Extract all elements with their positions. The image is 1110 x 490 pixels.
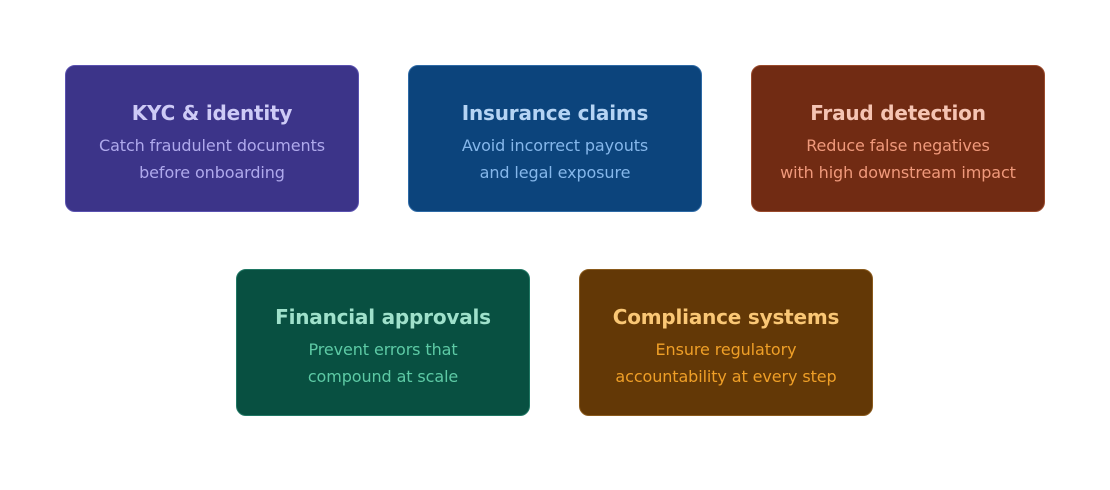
card-description-line: before onboarding <box>139 162 285 182</box>
card-insurance-claims: Insurance claims Avoid incorrect payouts… <box>408 65 702 212</box>
card-description: Reduce false negatives with high downstr… <box>780 132 1016 186</box>
card-description-line: Avoid incorrect payouts <box>461 135 649 155</box>
card-description-line: Ensure regulatory <box>655 339 797 359</box>
card-description-line: Reduce false negatives <box>806 135 990 155</box>
card-description-line: compound at scale <box>307 366 459 386</box>
card-description: Ensure regulatory accountability at ever… <box>615 336 836 390</box>
card-title: Insurance claims <box>461 100 649 125</box>
card-kyc-identity: KYC & identity Catch fraudulent document… <box>65 65 359 212</box>
card-description: Catch fraudulent documents before onboar… <box>99 132 325 186</box>
card-title: Financial approvals <box>275 304 491 329</box>
card-title: Fraud detection <box>810 100 986 125</box>
card-title: KYC & identity <box>131 100 293 125</box>
card-description-line: Catch fraudulent documents <box>99 135 325 155</box>
card-description: Avoid incorrect payouts and legal exposu… <box>462 132 648 186</box>
card-financial-approvals: Financial approvals Prevent errors that … <box>236 269 530 416</box>
card-description-line: and legal exposure <box>479 162 631 182</box>
card-description-line: with high downstream impact <box>780 162 1016 182</box>
card-description: Prevent errors that compound at scale <box>308 336 458 390</box>
card-compliance-systems: Compliance systems Ensure regulatory acc… <box>579 269 873 416</box>
card-description-line: accountability at every step <box>615 366 837 386</box>
card-fraud-detection: Fraud detection Reduce false negatives w… <box>751 65 1045 212</box>
card-description-line: Prevent errors that <box>308 339 458 359</box>
card-title: Compliance systems <box>612 304 840 329</box>
